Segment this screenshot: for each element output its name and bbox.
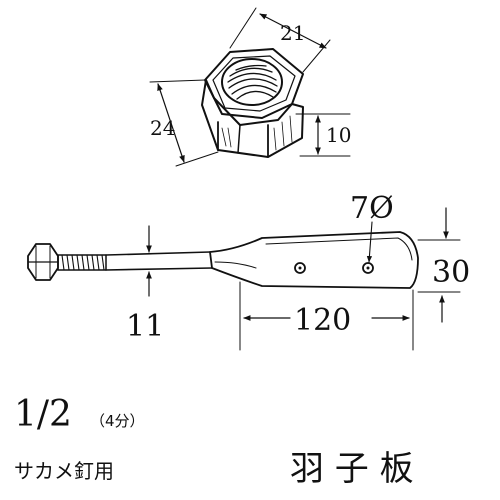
hagoita-bolt-illustration xyxy=(27,231,419,289)
size-main: 1/2 xyxy=(14,394,72,435)
nut-thickness-label: 10 xyxy=(326,123,351,147)
dim-nut-width-21: 21 xyxy=(229,7,331,73)
dim-rod-11: 11 xyxy=(126,225,164,344)
product-name: 羽 子 板 xyxy=(290,449,414,489)
plate-length-label: 120 xyxy=(294,303,351,338)
nut-corner-label: 24 xyxy=(150,116,175,140)
dim-nut-corner-24: 24 xyxy=(149,79,219,167)
dim-plate-120: 120 xyxy=(239,281,414,351)
dim-hole-7: 7Ø xyxy=(350,191,394,263)
nut-illustration xyxy=(201,48,304,158)
dim-plate-30: 30 xyxy=(417,207,470,323)
hole-diameter-label: 7Ø xyxy=(350,191,394,226)
size-label: 1/2 （4分） xyxy=(14,394,145,435)
plate-width-label: 30 xyxy=(432,255,470,290)
size-sub: （4分） xyxy=(90,412,145,430)
nut-width-label: 21 xyxy=(280,21,305,45)
rod-diameter-label: 11 xyxy=(126,309,164,344)
dim-nut-thickness-10: 10 xyxy=(295,113,351,157)
usage-label: サカメ釘用 xyxy=(14,459,114,483)
